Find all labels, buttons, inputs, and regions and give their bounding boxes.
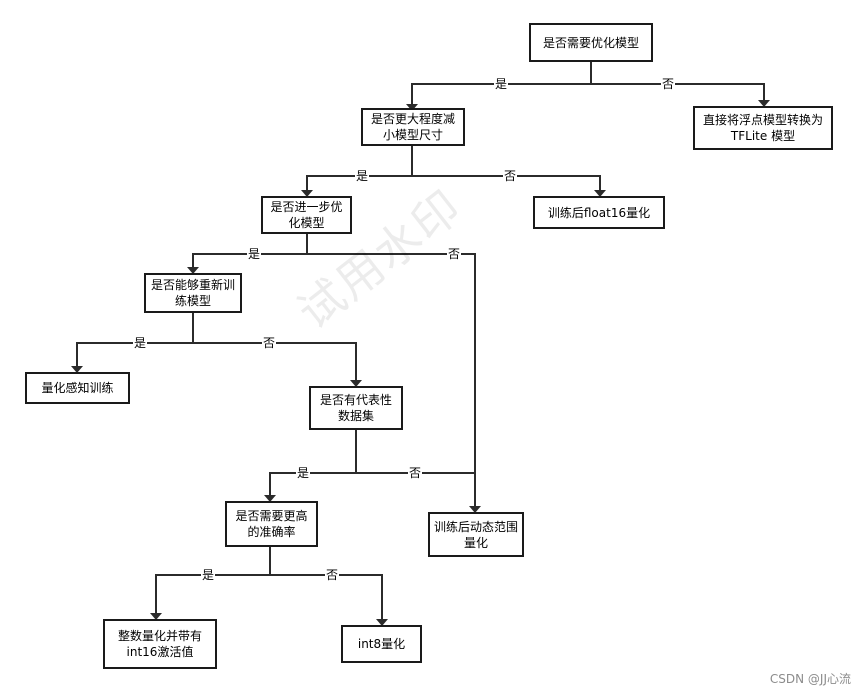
node-reduce-size: 是否更大程度减小模型尺寸 xyxy=(361,108,465,146)
node-further-optimize-text: 是否进一步优化模型 xyxy=(270,200,343,230)
node-int8: int8量化 xyxy=(341,625,422,663)
arrowhead xyxy=(594,190,606,197)
node-dynamic-range: 训练后动态范围量化 xyxy=(428,512,524,557)
edge-label-no: 否 xyxy=(447,247,462,261)
arrowhead xyxy=(264,495,276,502)
node-dynamic-range-text: 训练后动态范围量化 xyxy=(434,519,519,550)
node-reduce-size-text: 是否更大程度减小模型尺寸 xyxy=(370,112,455,142)
node-int16-activation-text: 整数量化并带有int16激活值 xyxy=(117,629,202,659)
edge-label-no: 否 xyxy=(408,466,423,480)
node-optimize-model-text: 是否需要优化模型 xyxy=(542,35,639,50)
edge-label-no: 否 xyxy=(262,336,277,350)
node-int16-activation: 整数量化并带有int16激活值 xyxy=(103,619,217,669)
arrowhead xyxy=(350,380,362,387)
node-retrain-text: 是否能够重新训练模型 xyxy=(150,278,235,308)
edge-label-yes: 是 xyxy=(355,169,370,183)
node-convert-tflite-text: 直接将浮点模型转换为 TFLite 模型 xyxy=(702,113,823,143)
edge-label-yes: 是 xyxy=(296,466,311,480)
arrowhead xyxy=(71,366,83,373)
node-int8-text: int8量化 xyxy=(357,637,406,651)
edge-label-yes: 是 xyxy=(247,247,262,261)
arrowhead xyxy=(376,619,388,626)
edge-further-no xyxy=(307,253,476,506)
node-retrain: 是否能够重新训练模型 xyxy=(144,273,242,313)
node-qat: 量化感知训练 xyxy=(25,372,130,404)
edge-reduce-yes xyxy=(306,146,413,190)
edge-acc-no xyxy=(270,574,383,619)
node-convert-tflite: 直接将浮点模型转换为 TFLite 模型 xyxy=(693,106,833,150)
arrowhead xyxy=(758,100,770,107)
edge-label-yes: 是 xyxy=(494,77,509,91)
edge-rep-yes xyxy=(269,430,357,495)
arrowhead xyxy=(469,506,481,513)
edge-retrain-no xyxy=(193,342,357,380)
edge-label-no: 否 xyxy=(503,169,518,183)
node-representative-data-text: 是否有代表性数据集 xyxy=(319,393,392,423)
node-representative-data: 是否有代表性数据集 xyxy=(309,386,403,430)
node-qat-text: 量化感知训练 xyxy=(41,381,114,395)
arrowhead xyxy=(406,104,418,111)
node-float16: 训练后float16量化 xyxy=(533,196,665,229)
edge-label-no: 否 xyxy=(325,568,340,582)
arrowhead xyxy=(187,267,199,274)
node-float16-text: 训练后float16量化 xyxy=(547,205,651,220)
node-optimize-model: 是否需要优化模型 xyxy=(529,23,653,62)
edge-label-yes: 是 xyxy=(201,568,216,582)
node-further-optimize: 是否进一步优化模型 xyxy=(261,196,352,234)
arrowhead xyxy=(301,190,313,197)
node-higher-accuracy: 是否需要更高的准确率 xyxy=(225,501,318,547)
edge-label-yes: 是 xyxy=(133,336,148,350)
edge-optimize-no xyxy=(591,83,765,100)
arrowhead xyxy=(150,613,162,620)
csdn-credit: CSDN @JJ心流 xyxy=(769,672,851,686)
edge-reduce-no xyxy=(412,175,601,190)
edge-label-no: 否 xyxy=(661,77,676,91)
node-higher-accuracy-text: 是否需要更高的准确率 xyxy=(235,509,308,539)
